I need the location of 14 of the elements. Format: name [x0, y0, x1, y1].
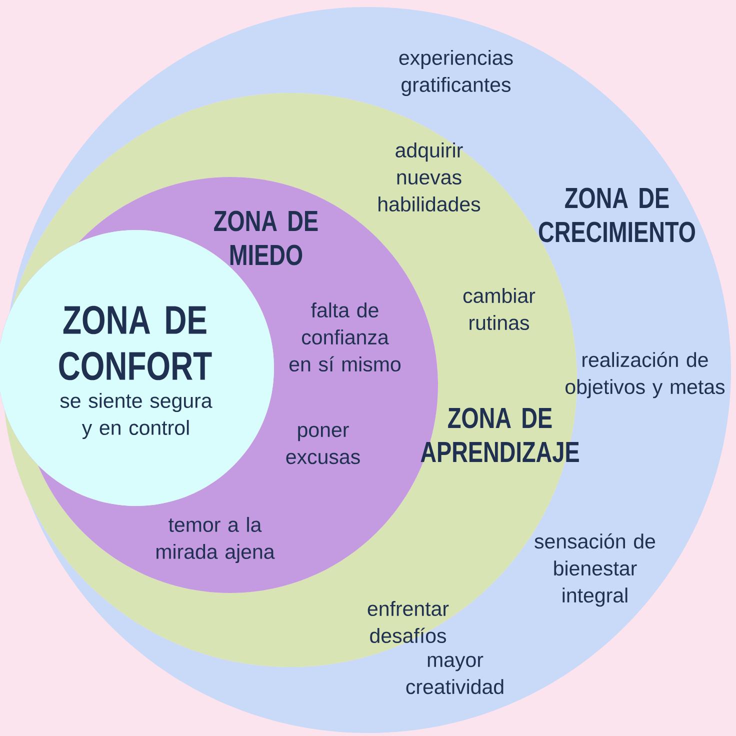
zone-note: sensación de bienestar integral — [534, 533, 656, 607]
zone-note: adquirir nuevas habilidades — [378, 142, 480, 212]
zone-note: poner excusas — [286, 426, 360, 464]
zone-heading: ZONA DE CRECIMIENTO — [538, 188, 696, 242]
zone-note: experiencias gratificantes — [399, 50, 513, 96]
zone-note: falta de confianza en sí mismo — [290, 302, 400, 372]
zone-note: cambiar rutinas — [463, 288, 536, 330]
zone-heading: ZONA DE MIEDO — [214, 210, 318, 266]
zone-note: se siente segura y en control — [60, 392, 212, 440]
zone-note: realización de objetivos y metas — [566, 352, 725, 398]
zone-heading: ZONA DE APRENDIZAJE — [420, 408, 579, 462]
zone-heading: ZONA DE CONFORT — [59, 306, 212, 380]
zone-note: temor a la mirada ajena — [156, 516, 275, 564]
zone-note: mayor creatividad — [406, 656, 504, 694]
